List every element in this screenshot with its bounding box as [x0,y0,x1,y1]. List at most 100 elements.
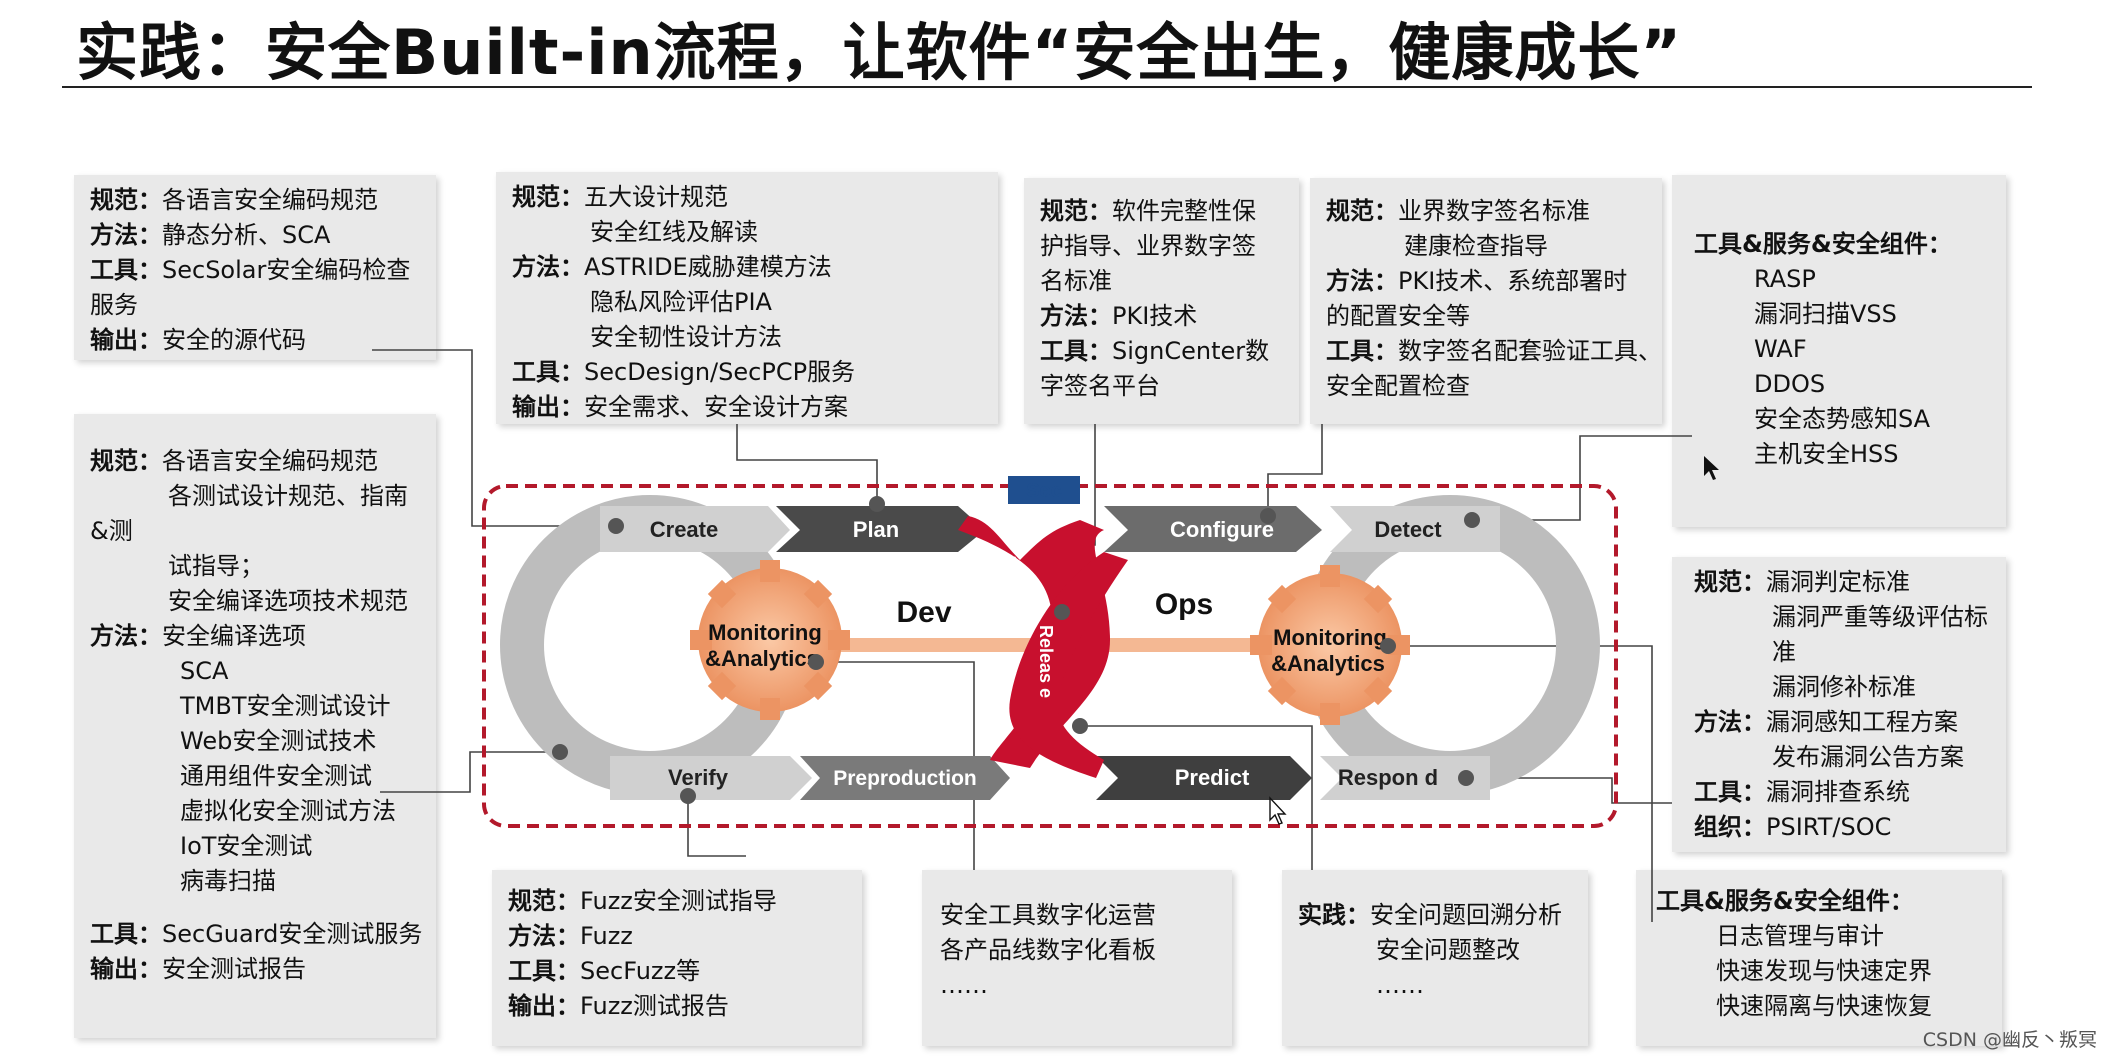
gear-tooth [1250,635,1272,655]
label: 实践： [1298,901,1370,929]
label: 工具： [508,957,580,985]
text-line: 建康检查指导 [1404,232,1548,260]
text-line: 字签名平台 [1040,372,1160,400]
value: 安全的源代码 [162,326,306,354]
list-item: Web安全测试技术 [180,727,377,755]
label: 规范： [1040,197,1112,225]
label: 输出： [90,326,162,354]
list-item: 快速隔离与快速恢复 [1716,992,1932,1020]
label: 方法： [90,221,162,249]
gear-tooth [1267,676,1297,706]
text-line: 发布漏洞公告方案 [1772,743,1964,771]
design-practice-box: 规范：五大设计规范 安全红线及解读 方法：ASTRIDE威胁建模方法 隐私风险评… [496,172,998,424]
preproduction-banner [800,756,1010,800]
label: 规范： [512,183,584,211]
gear-tooth [1363,676,1393,706]
value: SignCenter数 [1112,337,1270,365]
monitoring-right-label-1: Monitoring [1273,625,1387,650]
list-item: WAF [1754,335,1807,363]
value: 漏洞感知工程方案 [1766,708,1958,736]
connector-dot [869,496,885,512]
connector-lines [372,349,1692,922]
list-item: 快速发现与快速定界 [1716,957,1932,985]
value: 安全测试报告 [162,955,306,983]
list-item: SCA [180,657,229,685]
gear-tooth [1363,584,1393,614]
text-line: 安全韧性设计方法 [590,323,782,351]
test-practice-box: 规范：各语言安全编码规范 各测试设计规范、指南 &测 试指导； 安全编译选项技术… [74,414,436,1038]
value: 安全编译选项 [162,622,306,650]
list-item: TMBT安全测试设计 [180,692,391,720]
value: SecFuzz等 [580,957,701,985]
gear-tooth [828,630,850,650]
monitoring-right-label-2: &Analytics [1271,651,1385,676]
label: 组织： [1694,813,1766,841]
page-title: 实践：安全Built-in流程，让软件“安全出生，健康成长” [76,16,1683,89]
ops-label: Ops [1155,588,1213,621]
connector-line [1466,777,1672,804]
list-item: RASP [1754,265,1816,293]
connector-dot [1464,512,1480,528]
connector-dot [680,788,696,804]
connector-dot [552,744,568,760]
connector-line [687,796,746,857]
list-item: 安全态势感知SA [1754,405,1931,433]
value: 各语言安全编码规范 [162,186,378,214]
sec-badge [1008,476,1080,504]
text-line: 漏洞修补标准 [1772,673,1916,701]
monitoring-left-label-1: Monitoring [708,620,822,645]
connector-dot [1072,718,1088,734]
label: 方法： [1040,302,1112,330]
value: 数字签名配套验证工具、 [1398,337,1662,365]
value: PSIRT/SOC [1766,813,1892,841]
label: 规范： [90,186,162,214]
value: PKI技术 [1112,302,1198,330]
connector-dot [1260,508,1276,524]
label: 输出： [512,393,584,421]
list-item: 通用组件安全测试 [180,762,372,790]
gear-tooth [760,560,780,582]
respond-label: Respon d [1338,765,1438,790]
gear-tooth [1320,703,1340,725]
list-item: 虚拟化安全测试方法 [180,797,396,825]
text-line: 各产品线数字化看板 [940,936,1156,964]
label: 方法： [512,253,584,281]
label: 工具： [1040,337,1112,365]
text-line: …… [940,971,988,999]
configure-practice-box: 规范：业界数字签名标准 建康检查指导 方法：PKI技术、系统部署时 的配置安全等… [1310,178,1662,424]
label: 方法： [1326,267,1398,295]
label: 工具： [90,256,162,284]
gear-tooth [707,671,737,701]
create-banner [600,506,790,552]
sec-label: Sec [1026,480,1062,502]
label: 工具： [512,358,584,386]
respond-banner [1320,756,1490,800]
connector-dot [1054,604,1070,620]
gear-tooth [803,671,833,701]
text-line: 护指导、业界数字签 [1040,232,1256,260]
connector-line [1080,725,1313,870]
value: SecDesign/SecPCP服务 [584,358,856,386]
mouse-cursor-icon [1704,456,1719,480]
preproduction-label: Preproduction [833,767,977,790]
value: 静态分析、SCA [162,221,331,249]
verify-banner [610,756,812,800]
monitoring-left-label-2: &Analytics [705,646,819,671]
gear-tooth [803,579,833,609]
text-line: 的配置安全等 [1326,302,1470,330]
gear-tooth [1320,565,1340,587]
configure-label: Configure [1170,517,1274,542]
value: Fuzz安全测试指导 [580,887,777,915]
label: 输出： [508,992,580,1020]
text-line: 漏洞严重等级评估标 [1772,603,1988,631]
connector-dot [1458,770,1474,786]
value: SecSolar安全编码检查 [162,256,411,284]
dev-label: Dev [896,596,951,629]
list-item: 主机安全HSS [1754,440,1899,468]
dev-gear-body [698,568,842,712]
predict-practice-box: 实践：安全问题回溯分析 安全问题整改 …… [1282,870,1588,1046]
respond-practice-box: 规范：漏洞判定标准 漏洞严重等级评估标 准 漏洞修补标准 方法：漏洞感知工程方案… [1672,557,2006,852]
detect-banner [1330,506,1500,552]
connector-line [736,424,878,504]
